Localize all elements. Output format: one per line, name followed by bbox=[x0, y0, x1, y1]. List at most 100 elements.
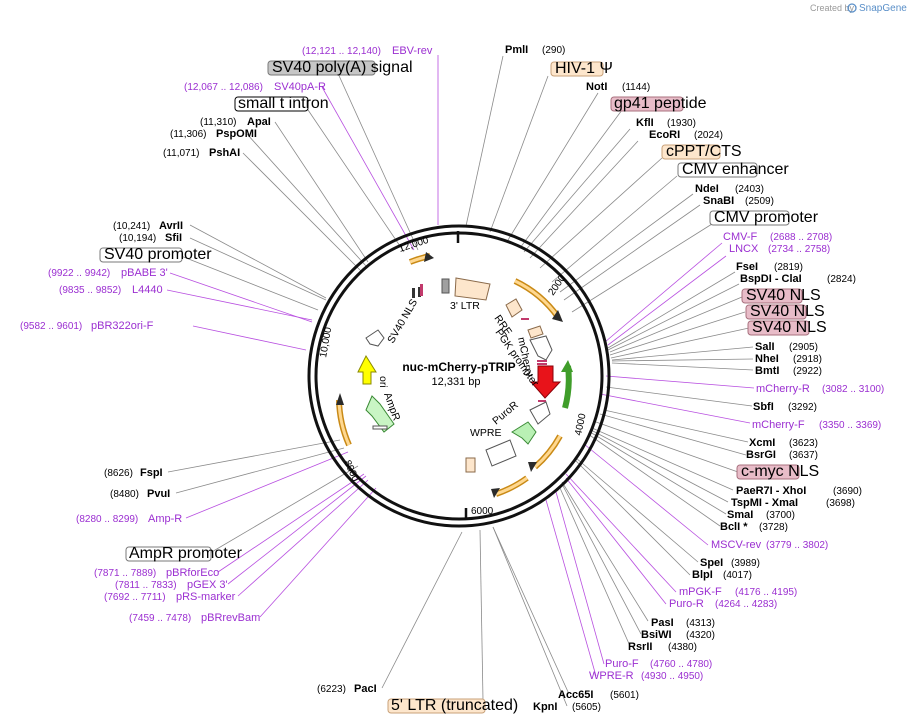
primer-pbrrevbam: pBRrevBam bbox=[201, 612, 260, 624]
enzyme-noti: NotI bbox=[586, 81, 607, 93]
enzyme-bcli-pos: (3728) bbox=[759, 522, 788, 533]
primer-sv40pa-r-pos: (12,067 .. 12,086) bbox=[184, 82, 263, 93]
enzyme-kpni: KpnI bbox=[533, 701, 557, 713]
enzyme-paer7i-xhoi: PaeR7I - XhoI bbox=[736, 485, 806, 497]
enzyme-ecori-pos: (2024) bbox=[694, 130, 723, 141]
enzyme-tspmi-xmai: TspMI - XmaI bbox=[731, 497, 798, 509]
primer-mcherry-f-pos: (3350 .. 3369) bbox=[819, 420, 881, 431]
label-sv40nls: SV40 NLS bbox=[385, 297, 420, 345]
feature-box-sv40-nls-1 bbox=[741, 288, 803, 304]
label-puror: PuroR bbox=[490, 399, 521, 428]
enzyme-smai: SmaI bbox=[727, 509, 753, 521]
enzyme-bspdi-clai: BspDI - ClaI bbox=[740, 273, 802, 285]
feature-box-small-t-intron bbox=[234, 96, 309, 112]
credit-prefix: Created by bbox=[810, 3, 855, 13]
enzyme-kfli-pos: (1930) bbox=[667, 118, 696, 129]
enzyme-pshai-pos: (11,071) bbox=[163, 148, 200, 159]
feature-box-5ltr-label: 5' LTR (truncated) bbox=[391, 697, 518, 714]
primer-mcherry-r-pos: (3082 .. 3100) bbox=[822, 384, 884, 395]
enzyme-fspi-pos: (8626) bbox=[104, 468, 133, 479]
feature-box-cppt bbox=[661, 144, 721, 160]
primer-pbrrevbam-pos: (7459 .. 7478) bbox=[129, 613, 191, 624]
enzyme-fsei-pos: (2819) bbox=[774, 262, 803, 273]
feature-box-sv40-nls-3-label: SV40 NLS bbox=[752, 319, 827, 336]
primer-ebv-rev-pos: (12,121 .. 12,140) bbox=[302, 46, 381, 57]
primer-l4440-pos: (9835 .. 9852) bbox=[59, 285, 121, 296]
primer-mscv-rev-pos: (3779 .. 3802) bbox=[766, 540, 828, 551]
leader-lines bbox=[166, 55, 755, 707]
feature-ori bbox=[357, 354, 377, 385]
enzyme-nhei: NheI bbox=[755, 353, 779, 365]
feature-ampr-promoter bbox=[372, 425, 388, 430]
enzyme-sali: SalI bbox=[755, 341, 775, 353]
primer-mcherry-f: mCherry-F bbox=[752, 419, 805, 431]
enzyme-bspdi-clai-pos: (2824) bbox=[827, 274, 856, 285]
enzyme-ndei-pos: (2403) bbox=[735, 184, 764, 195]
primer-lncx-pos: (2734 .. 2758) bbox=[768, 244, 830, 255]
enzyme-paci: PacI bbox=[354, 683, 377, 695]
feature-wpre bbox=[485, 439, 517, 467]
enzyme-fspi: FspI bbox=[140, 467, 163, 479]
feature-5ltr bbox=[465, 457, 476, 473]
feature-nls-2 bbox=[537, 363, 547, 365]
enzyme-pmli: PmlI bbox=[505, 44, 528, 56]
enzyme-snabi: SnaBI bbox=[703, 195, 734, 207]
feature-box-sv40-nls-2-label: SV40 NLS bbox=[750, 303, 825, 320]
feature-box-cmv-promoter bbox=[709, 210, 790, 226]
enzyme-kpni-pos: (5605) bbox=[572, 702, 601, 713]
inner-features bbox=[357, 277, 562, 473]
feature-box-sv40-promoter-label: SV40 promoter bbox=[104, 246, 212, 263]
primer-cmv-f: CMV-F bbox=[723, 231, 758, 243]
arrowhead-1 bbox=[552, 310, 563, 322]
enzyme-pshai: PshAI bbox=[209, 147, 240, 159]
primer-pgex3: pGEX 3' bbox=[187, 579, 228, 591]
feature-box-sv40-promoter bbox=[99, 247, 183, 263]
enzyme-avrii-pos: (10,241) bbox=[113, 221, 150, 232]
primer-prs-marker: pRS-marker bbox=[176, 591, 236, 603]
primer-pbr322ori-f-pos: (9582 .. 9601) bbox=[20, 321, 82, 332]
enzyme-kfli: KflI bbox=[636, 117, 654, 129]
enzyme-ndei: NdeI bbox=[695, 183, 719, 195]
primer-amp-r-pos: (8280 .. 8299) bbox=[76, 514, 138, 525]
feature-sv40polyA bbox=[441, 278, 450, 294]
feature-box-cmv-enhancer-label: CMV enhancer bbox=[682, 161, 789, 178]
enzyme-avrii: AvrII bbox=[159, 220, 183, 232]
primer-labels: (12,121 .. 12,140) EBV-rev (12,067 .. 12… bbox=[20, 45, 884, 682]
credit-brand[interactable]: SnapGene bbox=[859, 3, 907, 14]
feature-box-sv40-polya-label: SV40 poly(A) signal bbox=[272, 59, 413, 76]
enzyme-noti-pos: (1144) bbox=[622, 82, 650, 93]
feature-rre bbox=[505, 298, 523, 318]
enzyme-xcmi: XcmI bbox=[749, 437, 775, 449]
feature-sv40-promoter bbox=[365, 329, 385, 347]
enzyme-sbfi-pos: (3292) bbox=[788, 402, 817, 413]
label-3ltr: 3' LTR bbox=[450, 300, 480, 312]
enzyme-tspmi-xmai-pos: (3698) bbox=[826, 498, 855, 509]
primer-pgex3-pos: (7811 .. 7833) bbox=[115, 580, 177, 591]
enzyme-smai-pos: (3700) bbox=[766, 510, 795, 521]
feature-box-gp41-label: gp41 peptide bbox=[614, 95, 707, 112]
primer-wpre-r-pos: (4930 .. 4950) bbox=[641, 671, 703, 682]
enzyme-paer7i-xhoi-pos: (3690) bbox=[833, 486, 862, 497]
enzyme-paci-pos: (6223) bbox=[317, 684, 346, 695]
feature-box-5ltr bbox=[387, 698, 486, 714]
primer-arrowheads bbox=[336, 252, 573, 498]
feature-cmv-promoter bbox=[529, 335, 553, 361]
primer-lncx: LNCX bbox=[729, 243, 759, 255]
primer-puro-f: Puro-F bbox=[605, 658, 639, 670]
feature-cppt bbox=[527, 325, 544, 339]
feature-box-hiv1-psi bbox=[550, 61, 604, 77]
feature-box-sv40-polya bbox=[267, 60, 376, 76]
plasmid-length: 12,331 bp bbox=[432, 376, 481, 388]
primer-puro-f-pos: (4760 .. 4780) bbox=[650, 659, 712, 670]
feature-nls-1 bbox=[537, 360, 547, 362]
enzyme-spei-pos: (3989) bbox=[731, 558, 760, 569]
enzyme-sali-pos: (2905) bbox=[789, 342, 818, 353]
feature-box-small-t-intron-label: small t intron bbox=[238, 95, 329, 112]
arrowhead-3 bbox=[491, 488, 500, 498]
feature-box-cmyc-nls-label: c-myc NLS bbox=[741, 463, 819, 480]
primer-prs-marker-pos: (7692 .. 7711) bbox=[104, 592, 166, 603]
enzyme-spei: SpeI bbox=[700, 557, 723, 569]
feature-mcherry bbox=[529, 365, 562, 399]
credit: Created by SnapGene bbox=[810, 3, 907, 14]
